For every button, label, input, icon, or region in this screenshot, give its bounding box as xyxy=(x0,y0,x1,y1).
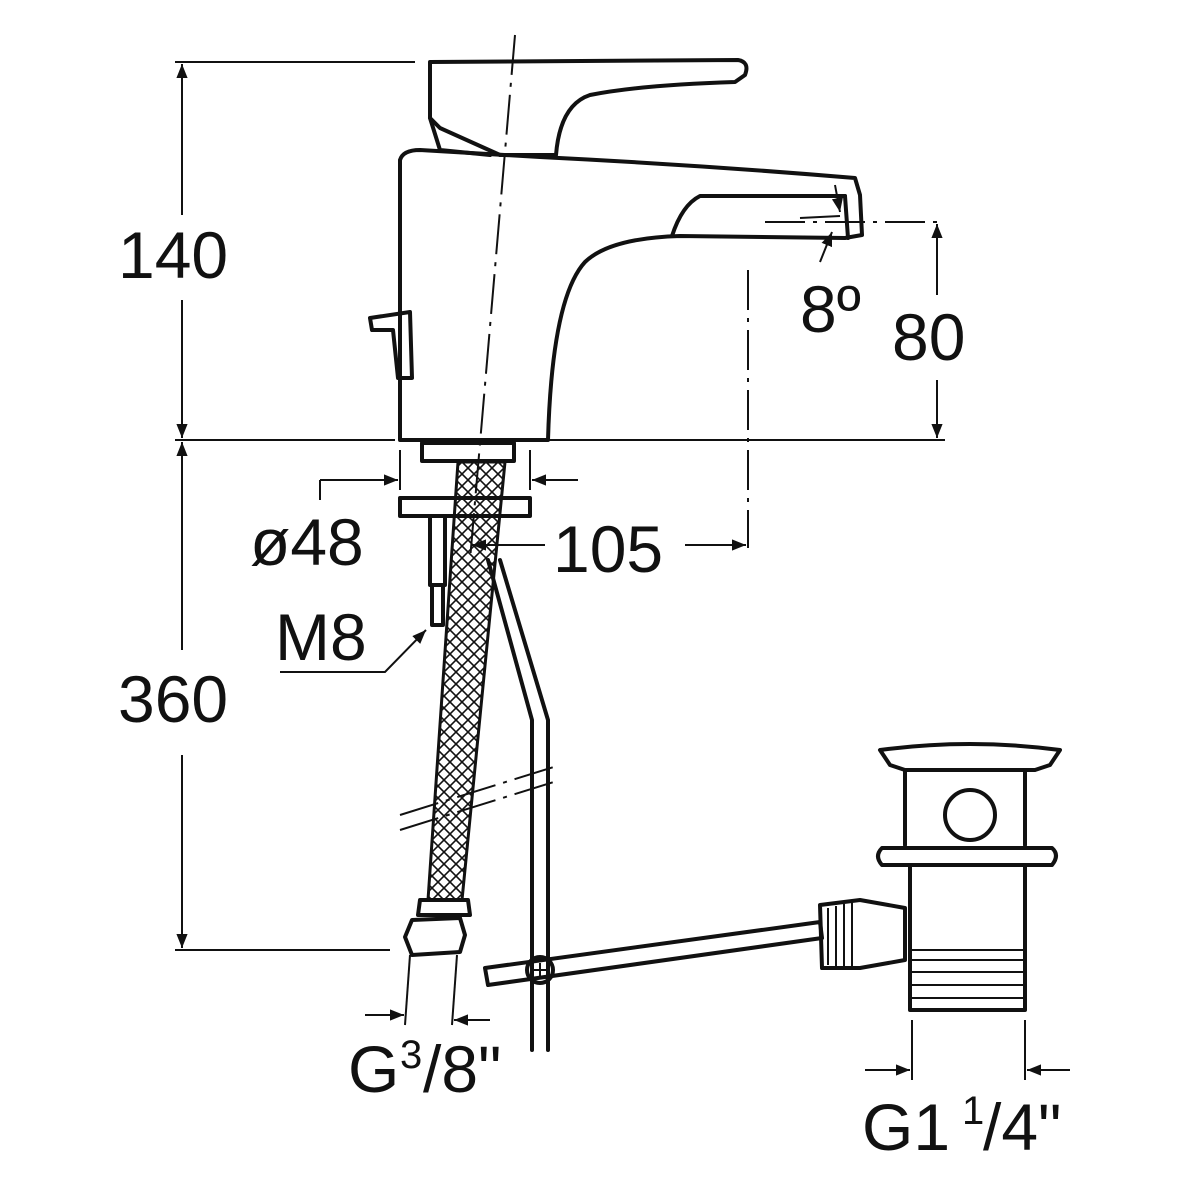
dim-360: 360 xyxy=(118,662,228,736)
dim-g1-num: 1 xyxy=(962,1089,984,1133)
dim-105: 105 xyxy=(553,512,663,586)
flexible-hose xyxy=(403,460,507,957)
spout-height-dimension: 80 8º xyxy=(765,184,965,438)
break-lines xyxy=(399,764,561,831)
dim-80: 80 xyxy=(892,300,965,374)
pop-up-rod xyxy=(483,558,824,1052)
dim-g1-prefix: G1 xyxy=(862,1090,950,1164)
base-diameter-dimension: ø48 xyxy=(250,450,578,579)
stud-thread-label: M8 xyxy=(275,600,427,674)
dim-m8: M8 xyxy=(275,600,367,674)
waste-connection-dimension: G1 1 /4" xyxy=(862,1020,1070,1164)
dim-angle-8: 8º xyxy=(800,272,861,346)
spout-reach-dimension: 105 xyxy=(472,270,749,586)
dim-g-prefix: G xyxy=(348,1032,399,1106)
mixer-body xyxy=(368,58,864,442)
height-dimension: 140 360 xyxy=(118,61,945,951)
dim-diameter-48: ø48 xyxy=(250,505,364,579)
hose-connection-dimension: G 3 /8" xyxy=(348,954,501,1106)
dim-g-num: 3 xyxy=(400,1033,422,1077)
dim-g1-den: /4" xyxy=(983,1090,1061,1164)
dim-g-den: /8" xyxy=(423,1032,501,1106)
dim-140: 140 xyxy=(118,218,228,292)
waste-valve xyxy=(818,742,1062,1012)
